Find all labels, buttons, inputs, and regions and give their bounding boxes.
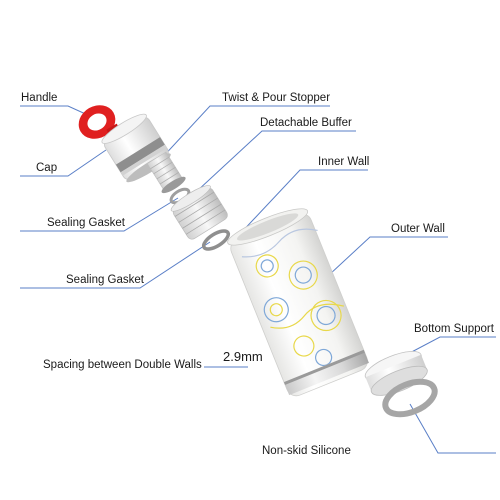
non-skid-silicone-part — [382, 378, 438, 418]
inner-wall-leader — [237, 169, 368, 237]
label-outer-wall: Outer Wall — [391, 223, 445, 235]
leader-lines — [20, 105, 496, 454]
label-spacing-value: 2.9mm — [223, 349, 263, 364]
label-cap: Cap — [36, 162, 58, 174]
stopper-part — [146, 151, 186, 194]
non-skid-leader — [409, 403, 496, 454]
bottom-support-part — [364, 351, 428, 396]
label-spacing-between-walls: Spacing between Double Walls — [43, 359, 202, 371]
label-twist-pour-stopper: Twist & Pour Stopper — [222, 92, 331, 104]
cap-leader — [20, 149, 107, 177]
label-inner-wall: Inner Wall — [318, 156, 370, 168]
label-non-skid-silicone: Non-skid Silicone — [262, 445, 351, 457]
label-sealing-gasket-1: Sealing Gasket — [47, 217, 125, 229]
sealing-gasket-2-part — [201, 229, 231, 251]
buffer-part — [170, 185, 228, 240]
bottle-body — [227, 208, 369, 397]
label-sealing-gasket-2: Sealing Gasket — [66, 274, 144, 286]
bottom-support-leader — [403, 336, 496, 357]
label-handle: Handle — [21, 92, 58, 104]
sealing-gasket-2-leader — [20, 241, 211, 289]
buffer-leader — [195, 130, 356, 193]
stopper-leader — [159, 105, 330, 161]
sealing-gasket-1-leader — [20, 197, 179, 232]
handle-leader — [20, 105, 91, 117]
label-detachable-buffer: Detachable Buffer — [260, 117, 352, 129]
label-bottom-support: Bottom Support — [414, 323, 494, 335]
handle-part — [78, 105, 122, 139]
